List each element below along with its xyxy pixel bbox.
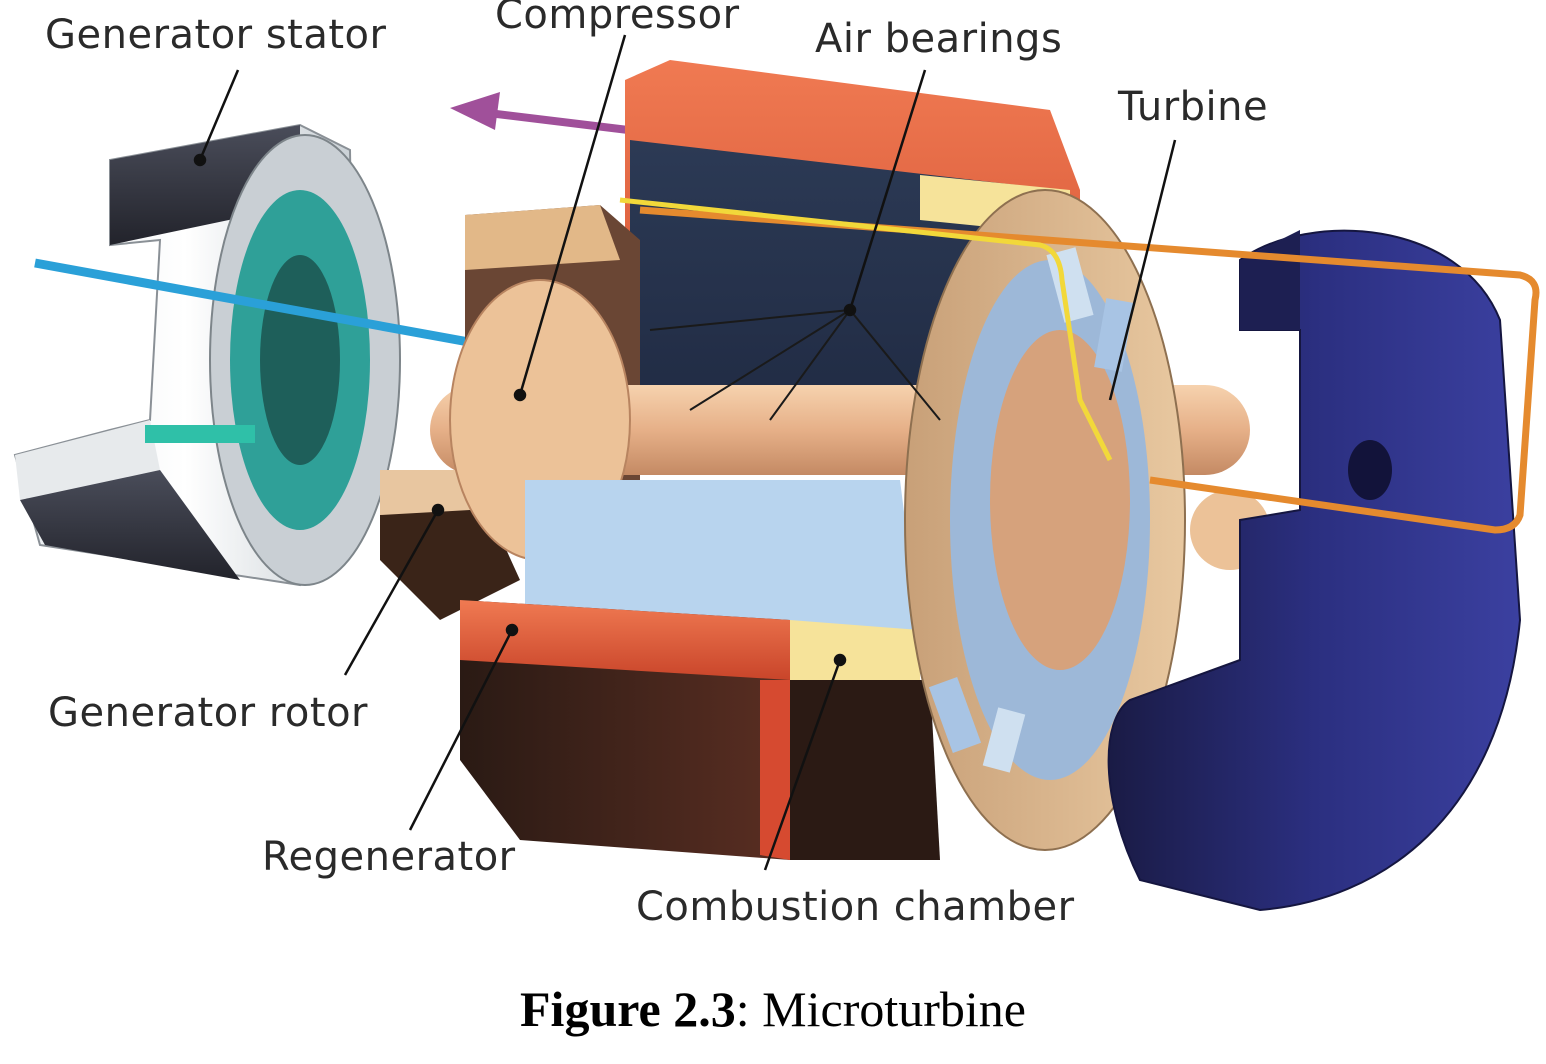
caption-separator: : <box>735 981 750 1037</box>
turbine-part <box>904 189 1186 851</box>
air-bearings-lines <box>649 309 941 421</box>
label-combustion-chamber: Combustion chamber <box>636 884 1075 930</box>
label-generator-rotor: Generator rotor <box>48 690 368 736</box>
hot-gas-loop <box>639 206 1540 534</box>
label-air-bearings: Air bearings <box>815 16 1063 62</box>
figure-title: Microturbine <box>762 981 1026 1037</box>
leader-lines <box>193 34 1177 871</box>
generator-stator-part <box>13 123 401 587</box>
label-compressor: Compressor <box>495 0 740 38</box>
label-turbine: Turbine <box>1118 84 1269 130</box>
figure-number: Figure 2.3 <box>520 981 736 1037</box>
regenerator-lower <box>460 480 940 860</box>
fuel-line <box>619 197 1113 462</box>
air-inlet-line <box>34 258 541 360</box>
figure-caption: Figure 2.3: Microturbine <box>0 980 1546 1038</box>
label-generator-stator: Generator stator <box>45 12 387 58</box>
label-regenerator: Regenerator <box>262 834 516 880</box>
